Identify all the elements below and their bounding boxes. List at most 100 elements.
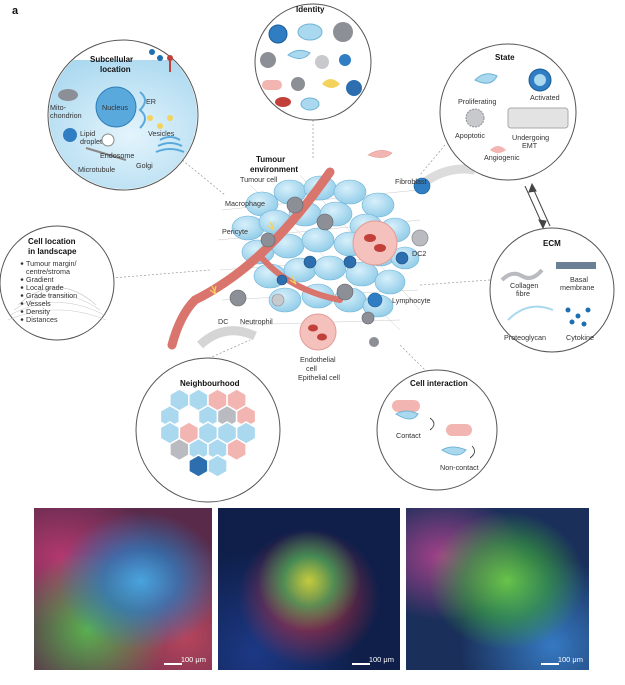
hexagon-cell [226,437,247,462]
tumour-environment-title-1: Tumour [256,155,285,164]
landscape-bullet [20,310,24,313]
label-golgi: Golgi [136,161,153,170]
label-endosome: Endosome [100,151,134,160]
micrograph-1: 100 μm [34,508,212,670]
label-vesicles: Vesicles [148,129,175,138]
cytokine-dots [565,307,591,327]
hexagon-cell [207,454,228,478]
landscape-item: Local grade [26,283,64,292]
landscape-bullet [20,318,24,321]
dendritic-cells [276,251,409,286]
blood-vessel-branch [259,255,343,303]
scale-bar-2 [352,663,370,665]
label-cytokine: Cytokine [566,333,594,342]
hexagon-cell [188,454,209,478]
hexagon-cell [235,404,257,429]
panel-a-label: a [12,5,19,17]
identity-panel: Identity [254,3,372,121]
landscape-bullet [20,262,24,265]
label-neutrophil: Neutrophil [240,317,273,326]
label-collagen-1: Collagen [510,281,538,290]
identity-title: Identity [296,5,325,14]
pericyte-bursts [209,221,297,295]
landscape-bullet [20,278,24,281]
blue-cell-illustration [413,177,431,195]
landscape-item: Vessels [26,299,51,308]
state-title: State [495,53,515,62]
label-collagen-2: fibre [516,289,530,298]
label-nucleus: Nucleus [102,103,128,112]
neighbourhood-panel: Neighbourhood [135,357,281,503]
label-contact: Contact [396,431,421,440]
landscape-item: Grade transition [26,291,77,300]
tumour-environment-title-2: environment [250,165,298,174]
dc2-illustration [411,229,429,247]
label-endothelial-2: cell [306,364,317,373]
label-dc: DC [218,317,228,326]
label-lymphocyte: Lymphocyte [392,296,431,305]
label-apoptotic: Apoptotic [455,131,485,140]
landscape-item: Gradient [26,275,54,284]
landscape-item: Distances [26,315,58,324]
scale-label-3: 100 μm [557,655,583,664]
tumour-environment: Tumour environment Tumour cell Fibroblas… [167,150,476,382]
endothelial-cell-illustration [299,313,337,351]
micrograph-2: 100 μm [218,508,400,670]
landscape-bullet [20,294,24,297]
label-epithelial: Epithelial cell [298,373,340,382]
label-lipid-1: Lipid [80,129,95,138]
fibroblast-illustration [367,150,393,158]
landscape-list: Tumour margin/centre/stromaGradientLocal… [20,259,77,324]
landscape-title-2: in landscape [28,247,77,256]
scale-bar-1 [164,663,182,665]
label-tumour-cell: Tumour cell [240,175,278,184]
label-er: ER [146,97,156,106]
scale-label-1: 100 μm [180,655,206,664]
ecm-title: ECM [543,239,561,248]
state-ecm-arrows [524,182,551,230]
landscape-panel: Cell location in landscape Tumour margin… [0,225,115,341]
subcellular-panel: Subcellular location Nucleus ER Mito- ch… [47,39,199,191]
label-mito-2: chondrion [50,111,82,120]
label-microtubule: Microtubule [78,165,115,174]
label-proteoglycan: Proteoglycan [504,333,546,342]
neutrophil-illustration [271,293,285,307]
scale-label-2: 100 μm [368,655,394,664]
connector-lines [111,120,491,376]
state-panel: State Proliferating Activated Apoptotic … [439,43,577,181]
landscape-bullet [20,286,24,289]
label-endothelial-1: Endothelial [300,355,336,364]
micrograph-3: 100 μm [406,508,589,670]
label-basal-2: membrane [560,283,594,292]
label-fibroblast: Fibroblast [395,177,427,186]
label-dc2: DC2 [412,249,426,258]
hexagon-grid [159,388,257,478]
neighbourhood-title: Neighbourhood [180,379,240,388]
cell-interaction-panel: Cell interaction Contact Non-contact [376,369,498,491]
epithelial-layer-left [196,326,257,349]
label-emt-2: EMT [522,141,538,150]
landscape-bullet [20,302,24,305]
label-mito-1: Mito- [50,103,67,112]
landscape-title-1: Cell location [28,237,76,246]
hexagon-cell [169,437,190,462]
ecm-panel: ECM Collagen fibre Basal membrane Proteo… [489,227,615,353]
grey-cell-illustration [369,337,379,347]
vessel-cross-section [352,220,398,266]
subcellular-title-1: Subcellular [90,55,133,64]
scale-bar-3 [541,663,559,665]
landscape-item: Tumour margin/ [26,259,76,268]
label-macrophage: Macrophage [225,199,265,208]
vesicle-dots [147,115,173,129]
landscape-item: Density [26,307,50,316]
subcellular-title-2: location [100,65,131,74]
label-activated: Activated [530,93,560,102]
cell-interaction-title: Cell interaction [410,379,468,388]
tumour-cell-cluster [231,175,420,318]
lymphocyte-illustration [367,292,383,308]
label-emt-1: Undergoing [512,133,549,142]
macrophages [229,196,375,325]
label-pericyte: Pericyte [222,227,248,236]
label-non-contact: Non-contact [440,463,479,472]
